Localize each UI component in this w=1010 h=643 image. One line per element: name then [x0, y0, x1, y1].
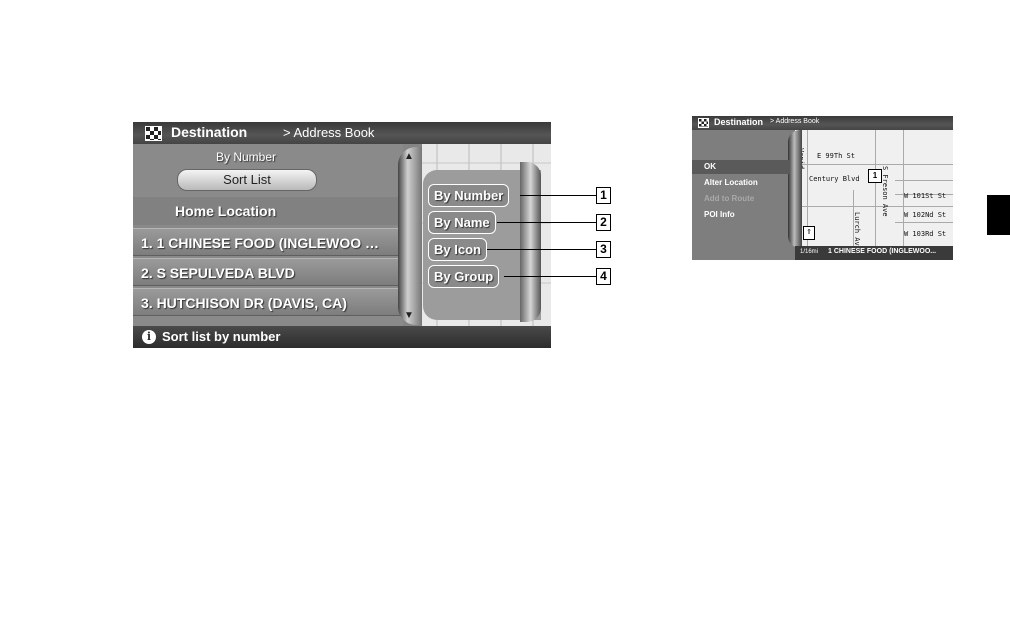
- panel-scroll-rail[interactable]: [520, 162, 541, 322]
- callout-line: [497, 222, 596, 223]
- callout-3: 3: [596, 241, 611, 258]
- home-location-item[interactable]: Home Location: [133, 197, 403, 225]
- list-item[interactable]: 3. HUTCHISON DR (DAVIS, CA): [133, 288, 403, 316]
- navigation-screen-address-book: Destination > Address Book By Number Sor…: [133, 122, 551, 348]
- callout-line: [504, 276, 596, 277]
- road: [875, 130, 876, 246]
- map[interactable]: E 99Th St Century Blvd W 101St St W 102N…: [795, 130, 953, 250]
- street-label: Lurch Ave: [853, 212, 861, 250]
- road: [895, 180, 953, 181]
- destination-name: 1 CHINESE FOOD (INGLEWOO...: [828, 248, 937, 255]
- road: [795, 206, 953, 207]
- street-label: E 99Th St: [817, 152, 855, 160]
- sort-by-name-button[interactable]: By Name: [428, 211, 496, 234]
- street-label: Century Blvd: [809, 175, 860, 183]
- navigation-screen-location-menu: Destination > Address Book E 99Th St Cen…: [692, 116, 953, 260]
- poi-info-button[interactable]: POI Info: [704, 210, 735, 219]
- sort-mode-label: By Number: [215, 150, 277, 164]
- add-to-route-button[interactable]: Add to Route: [704, 194, 755, 203]
- scroll-rail[interactable]: ▲ ▼: [398, 147, 422, 325]
- callout-line: [520, 195, 596, 196]
- breadcrumb: > Address Book: [770, 118, 820, 125]
- street-label: W 103Rd St: [904, 230, 947, 238]
- list-item[interactable]: 1. 1 CHINESE FOOD (INGLEWOO …: [133, 228, 403, 256]
- breadcrumb: > Address Book: [283, 125, 375, 140]
- street-label: W 101St St: [904, 192, 947, 200]
- callout-4: 4: [596, 268, 611, 285]
- title-bar: Destination > Address Book: [133, 122, 551, 144]
- scroll-down-icon[interactable]: ▼: [404, 310, 414, 321]
- road: [895, 222, 953, 223]
- info-icon: i: [142, 330, 156, 344]
- road: [807, 130, 808, 246]
- callout-1: 1: [596, 187, 611, 204]
- status-text: Sort list by number: [162, 329, 281, 344]
- sort-by-group-button[interactable]: By Group: [428, 265, 500, 288]
- callout-2: 2: [596, 214, 611, 231]
- sort-by-number-button[interactable]: By Number: [428, 184, 510, 207]
- road: [795, 164, 953, 165]
- screen-title: Destination: [714, 117, 764, 127]
- destination-bar: 1/16mi 1 CHINESE FOOD (INGLEWOO...: [795, 246, 953, 260]
- sort-by-icon-button[interactable]: By Icon: [428, 238, 487, 261]
- street-label: W 102Nd St: [904, 211, 947, 219]
- page-edge-tab: [987, 195, 1010, 235]
- list-item[interactable]: 2. S SEPULVEDA BLVD: [133, 258, 403, 286]
- title-bar: Destination > Address Book: [692, 116, 953, 130]
- road: [895, 194, 953, 195]
- alter-location-button[interactable]: Alter Location: [704, 178, 758, 187]
- callout-line: [487, 249, 596, 250]
- checkered-flag-icon: [698, 118, 709, 128]
- ok-button[interactable]: OK: [692, 160, 790, 174]
- scroll-up-icon[interactable]: ▲: [404, 151, 414, 162]
- map-orientation-icon[interactable]: ⇑: [803, 226, 815, 240]
- screen-title: Destination: [171, 124, 248, 140]
- checkered-flag-icon: [145, 126, 162, 141]
- destination-pin-icon[interactable]: 1: [868, 169, 882, 183]
- map-scale: 1/16mi: [800, 249, 819, 255]
- street-label: S Freson Ave: [881, 166, 889, 217]
- sort-list-button[interactable]: Sort List: [177, 169, 317, 191]
- menu-rail: [788, 130, 802, 248]
- status-bar: i Sort list by number: [133, 326, 551, 348]
- address-list: By Number Sort List Home Location 1. 1 C…: [133, 144, 403, 326]
- road: [903, 130, 904, 246]
- road: [853, 190, 854, 246]
